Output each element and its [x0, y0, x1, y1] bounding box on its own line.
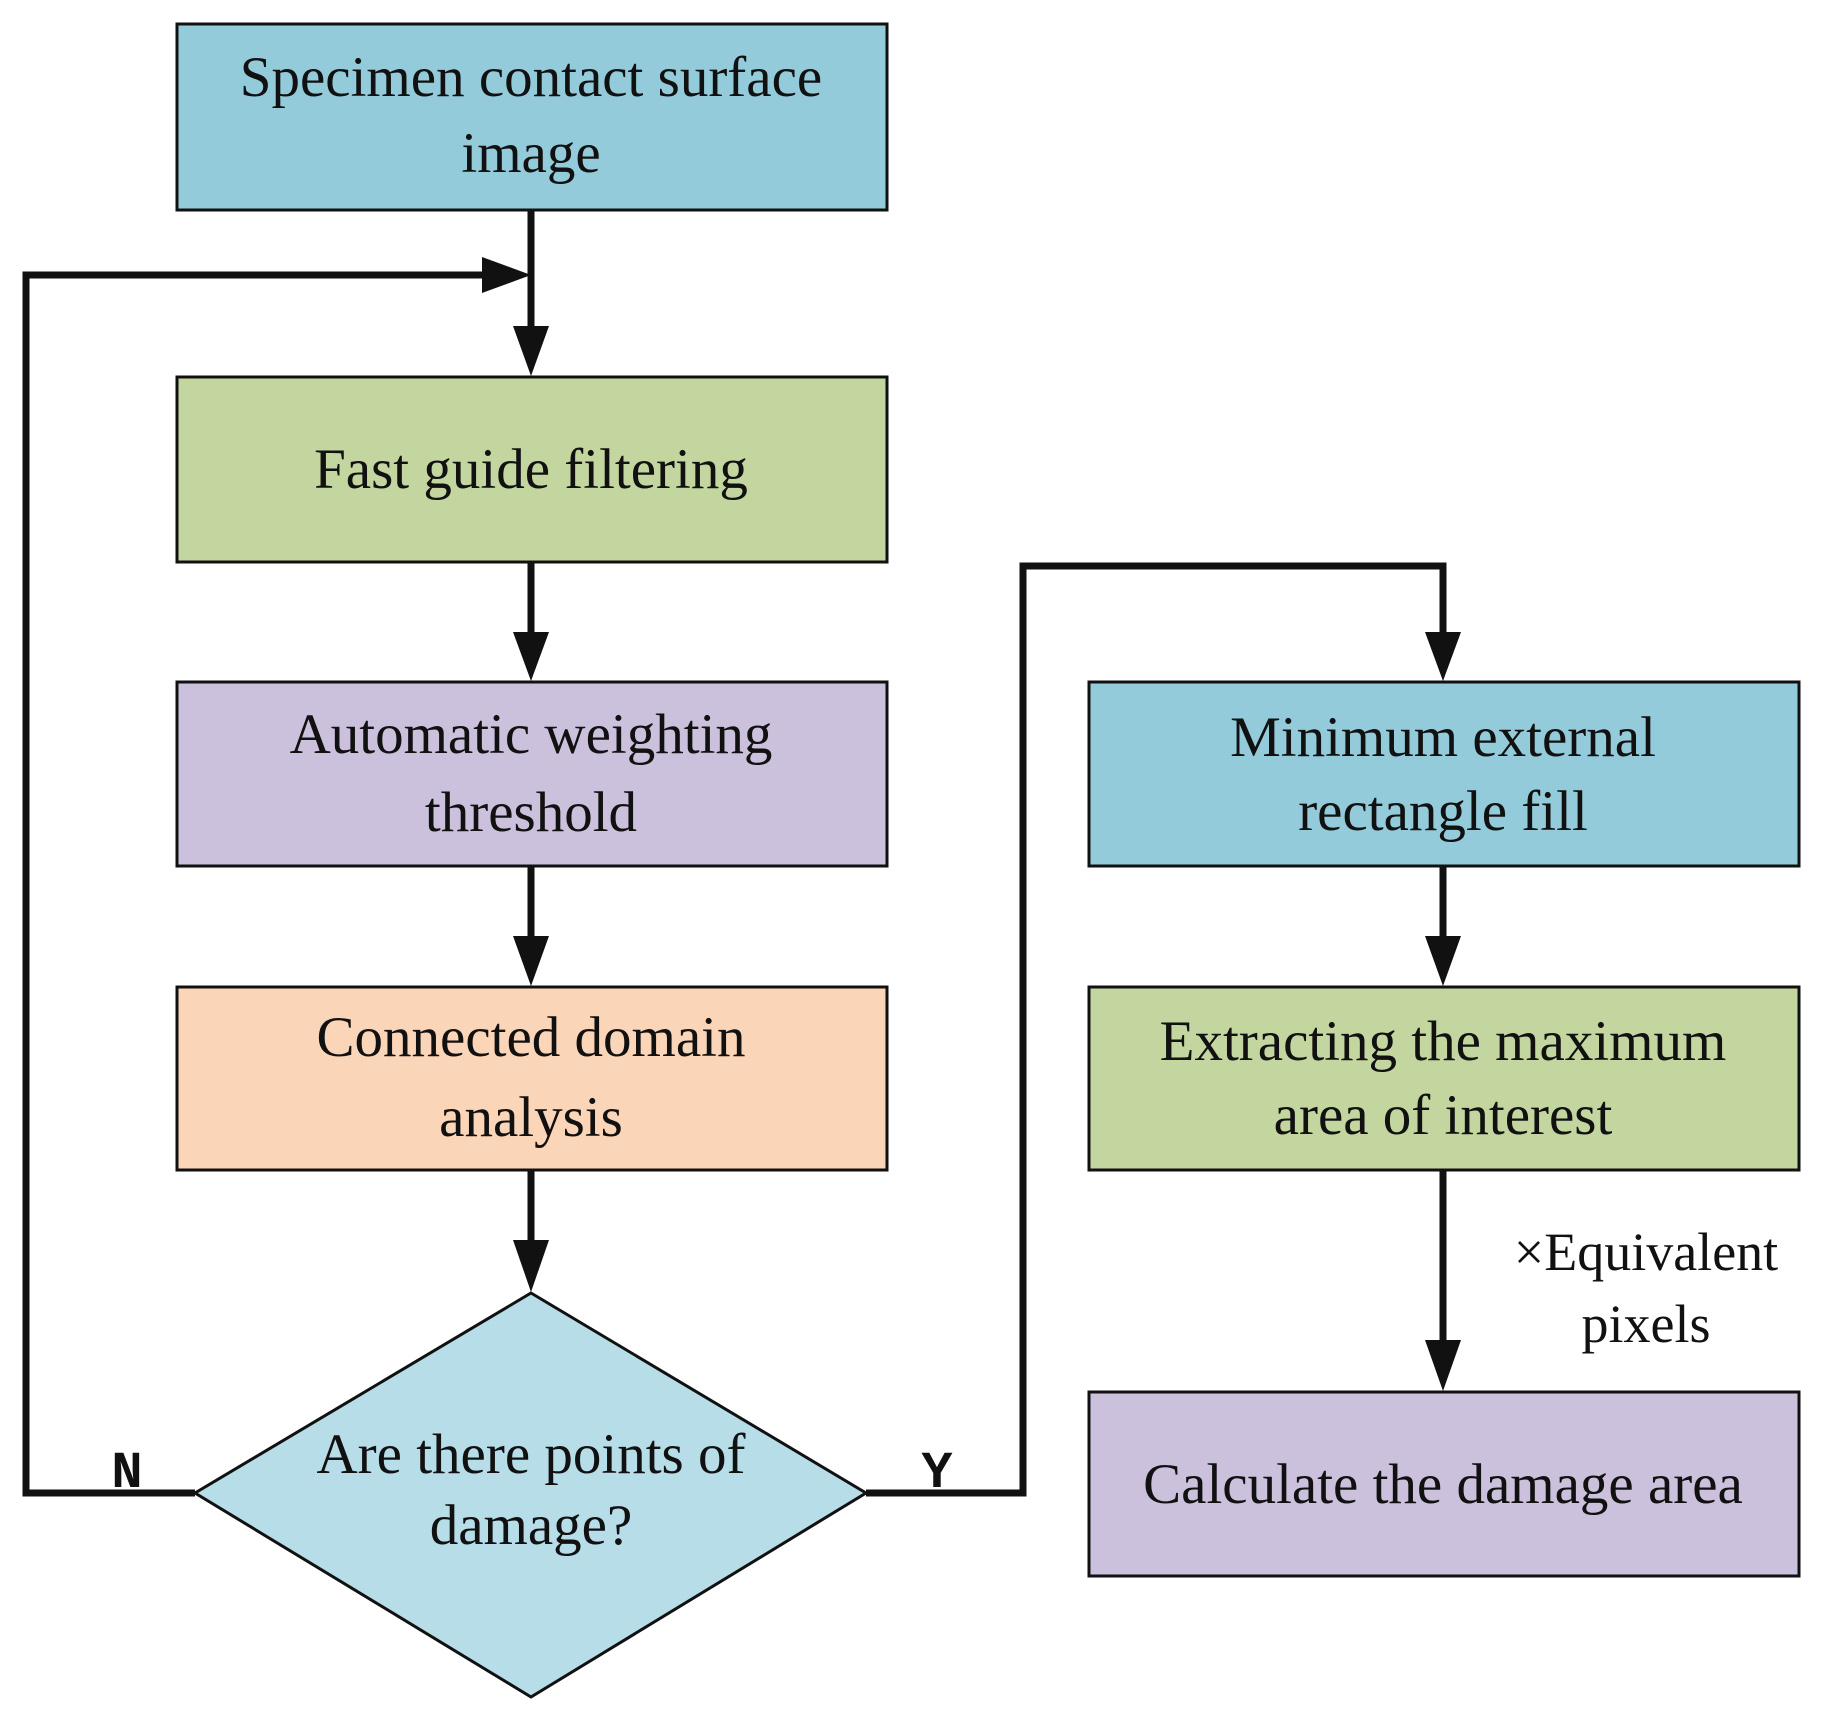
edge-label-equivalent-line2: pixels — [1582, 1294, 1711, 1354]
node-damage-decision-line1: Are there points of — [317, 1423, 746, 1486]
edges — [22, 210, 1461, 1497]
arrowhead-extract-to-calculate — [1425, 1340, 1461, 1391]
arrowhead-yes-path — [1425, 632, 1461, 681]
node-extract-max-area: Extracting the maximum area of interest — [1087, 985, 1801, 1172]
node-specimen-image-box — [175, 22, 889, 212]
node-damage-decision: Are there points of damage? — [192, 1291, 869, 1699]
node-calc-damage-area: Calculate the damage area — [1087, 1390, 1801, 1578]
node-min-rect-fill-line2: rectangle fill — [1298, 780, 1588, 843]
node-fast-filtering-box — [175, 375, 889, 564]
node-min-rect-fill-box — [1087, 680, 1801, 868]
node-connected-domain-box — [175, 985, 889, 1172]
node-connected-domain: Connected domain analysis — [175, 985, 889, 1172]
node-connected-domain-line1: Connected domain — [317, 1006, 746, 1069]
arrowhead-filtering-to-threshold — [513, 632, 549, 681]
node-damage-decision-diamond — [192, 1291, 869, 1699]
node-calc-damage-area-line1: Calculate the damage area — [1143, 1453, 1743, 1516]
node-auto-threshold-line1: Automatic weighting — [290, 703, 773, 766]
arrowhead-rectfill-to-extract — [1425, 936, 1461, 986]
node-calc-damage-area-box — [1087, 1390, 1801, 1578]
edge-no-loop — [22, 271, 490, 1497]
node-fast-filtering: Fast guide filtering — [175, 375, 889, 564]
arrowhead-specimen-to-filtering — [513, 326, 549, 376]
node-specimen-image: Specimen contact surface image — [175, 22, 889, 212]
node-min-rect-fill: Minimum external rectangle fill — [1087, 680, 1801, 868]
node-auto-threshold-line2: threshold — [425, 781, 637, 844]
node-min-rect-fill-line1: Minimum external — [1230, 706, 1656, 769]
arrowhead-no-loop — [482, 257, 531, 293]
edge-yes-path — [866, 562, 1447, 1497]
node-specimen-image-line2: image — [461, 122, 600, 185]
arrowhead-connected-to-decision — [513, 1240, 549, 1292]
arrowhead-threshold-to-connected — [513, 936, 549, 986]
node-extract-max-area-line2: area of interest — [1274, 1084, 1613, 1147]
node-fast-filtering-line1: Fast guide filtering — [314, 438, 748, 501]
edge-label-yes: Y — [921, 1444, 953, 1503]
node-auto-threshold: Automatic weighting threshold — [175, 680, 889, 868]
node-extract-max-area-box — [1087, 985, 1801, 1172]
node-auto-threshold-box — [175, 680, 889, 868]
node-damage-decision-line2: damage? — [430, 1494, 633, 1557]
node-connected-domain-line2: analysis — [439, 1086, 623, 1149]
node-specimen-image-line1: Specimen contact surface — [240, 46, 822, 109]
node-extract-max-area-line1: Extracting the maximum — [1160, 1010, 1727, 1073]
edge-label-no: N — [111, 1444, 142, 1503]
edge-label-equivalent-line1: ×Equivalent — [1514, 1222, 1778, 1282]
